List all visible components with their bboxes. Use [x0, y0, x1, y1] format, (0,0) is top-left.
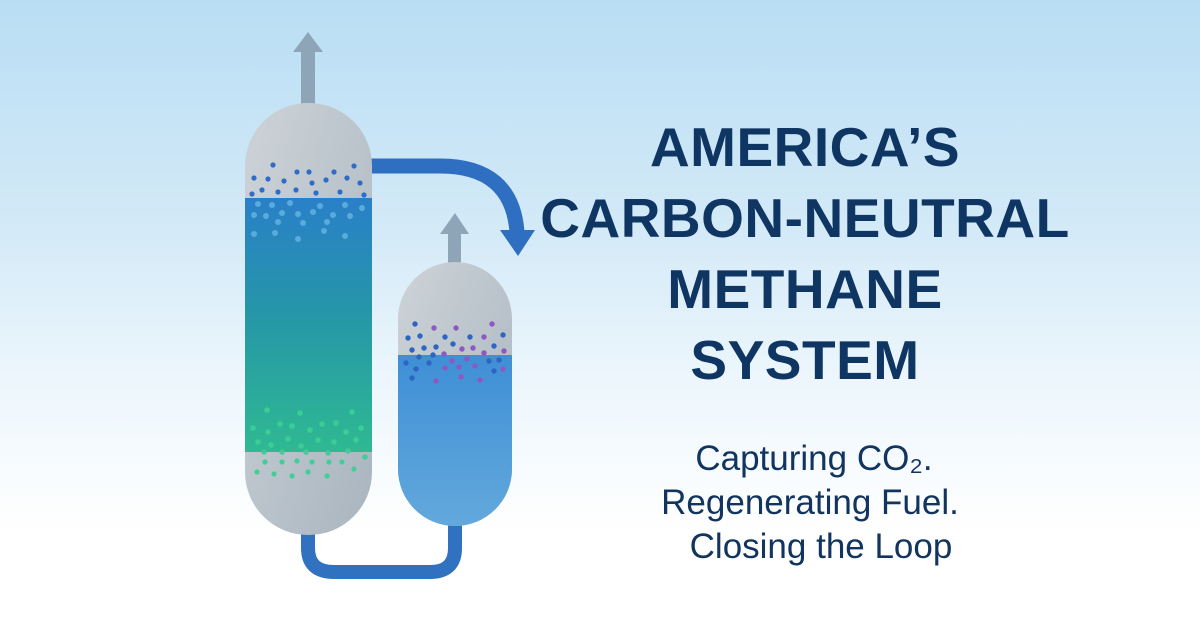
- right-vessel: [398, 262, 512, 526]
- co2-bubbles: [249, 162, 367, 198]
- tagline-line-3: Closing the Loop: [689, 527, 953, 566]
- methane-bubbles: [403, 321, 507, 384]
- right-vent-arrow-icon: [440, 213, 469, 266]
- left-vent-arrow-icon: [293, 32, 323, 108]
- return-pipe: [301, 515, 462, 579]
- headline-line-4: SYSTEM: [690, 329, 920, 391]
- left-vessel: [245, 103, 372, 535]
- headline-line-1: AMERICA’S: [649, 116, 961, 178]
- headline: AMERICA’S CARBON-NEUTRAL METHANE SYSTEM: [540, 112, 1070, 396]
- tagline: Capturing CO₂. Regenerating Fuel. Closin…: [620, 437, 1000, 569]
- transfer-pipe-arrow-icon: [370, 158, 535, 256]
- tagline-line-1: Capturing CO₂.: [695, 439, 933, 478]
- tagline-line-2: Regenerating Fuel.: [661, 483, 959, 522]
- headline-line-3: METHANE: [667, 258, 943, 320]
- headline-line-2: CARBON-NEUTRAL: [540, 187, 1070, 249]
